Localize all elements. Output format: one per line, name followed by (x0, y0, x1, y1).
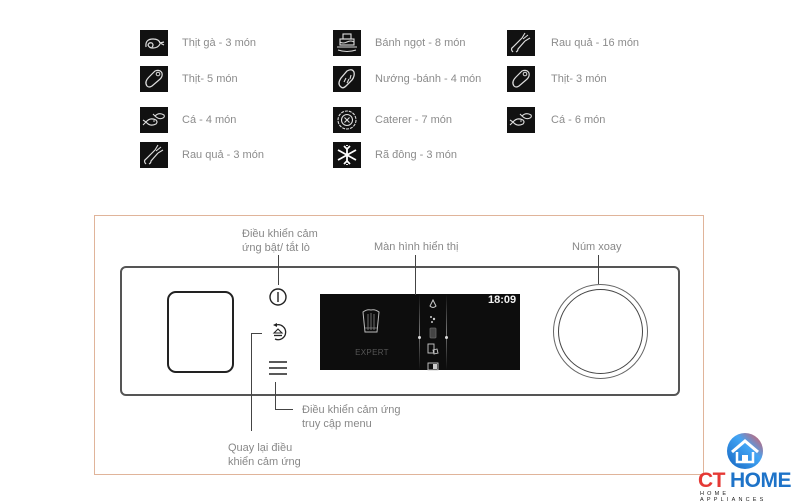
menu-marker-left (418, 336, 421, 339)
display-annotation: Màn hình hiển thị (374, 241, 459, 253)
power-annotation: Điều khiển cảm ứng bật/ tắt lò (242, 227, 318, 255)
meat-icon (507, 66, 535, 92)
sparkle-icon[interactable] (428, 311, 438, 323)
recipe-icon[interactable] (427, 342, 439, 355)
program-label: Bánh ngọt - 8 món (375, 37, 466, 49)
oven-icon[interactable] (428, 326, 438, 339)
knob-annotation: Núm xoay (572, 241, 622, 253)
knob-leader-line (598, 255, 599, 284)
program-label: Caterer - 7 món (375, 114, 453, 126)
program-label: Rau quả - 16 món (551, 37, 640, 49)
caterer-icon (333, 107, 361, 133)
program-label: Cá - 4 món (182, 114, 237, 126)
back-leader-line (251, 333, 252, 431)
clock-time: 18:09 (488, 294, 517, 306)
annotation-line: Quay lại điều (228, 442, 293, 454)
program-label: Rã đông - 3 món (375, 149, 457, 161)
logo-text-ct: CT (698, 469, 726, 492)
menu-rail-left (419, 294, 420, 370)
rotary-knob-inner (558, 289, 643, 374)
display-leader-line (415, 255, 416, 295)
annotation-line: truy cập menu (302, 418, 372, 430)
annotation-line: khiển cảm ứng (228, 456, 301, 468)
power-leader-line (278, 255, 279, 285)
program-label: Cá - 6 món (551, 114, 606, 126)
program-label: Thịt- 3 món (551, 73, 607, 85)
book-icon[interactable] (427, 358, 439, 371)
menu-leader-line (275, 382, 276, 410)
panel-window (167, 291, 234, 373)
fish-icon (507, 107, 535, 133)
program-label: Thịt gà - 3 món (182, 37, 256, 49)
bread-icon (333, 66, 361, 92)
annotation-line: Điều khiển cảm (242, 228, 318, 240)
program-label: Thịt- 5 món (182, 73, 238, 85)
vegetable-icon (140, 142, 168, 168)
chicken-icon (140, 30, 168, 56)
power-icon[interactable] (268, 287, 288, 307)
annotation-line: ứng bật/ tắt lò (242, 242, 310, 254)
chef-hat-icon (360, 308, 382, 336)
menu-annotation: Điều khiển cảm ứng truy cập menu (302, 403, 400, 431)
back-icon[interactable] (268, 322, 288, 342)
logo-text-home: HOME (730, 469, 792, 492)
rotary-knob[interactable] (553, 284, 648, 379)
cthome-logo-icon (726, 432, 764, 470)
menu-leader-line (275, 409, 293, 410)
drop-icon[interactable] (428, 296, 438, 308)
fish-icon (140, 107, 168, 133)
snowflake-icon (333, 142, 361, 168)
display-screen: EXPERT 18:09 (320, 294, 520, 371)
vegetable-icon (507, 30, 535, 56)
back-annotation: Quay lại điều khiển cảm ứng (228, 441, 301, 469)
menu-icon[interactable] (268, 360, 288, 376)
logo-subtitle: HOME APPLIANCES (700, 491, 767, 503)
diagram-frame (94, 215, 704, 475)
cake-icon (333, 30, 361, 56)
program-label: Nướng -bánh - 4 món (375, 73, 482, 85)
annotation-line: Điều khiển cảm ứng (302, 404, 401, 416)
back-leader-line (251, 333, 262, 334)
menu-rail-right (446, 294, 447, 370)
menu-marker-right (445, 336, 448, 339)
mode-label: EXPERT (355, 348, 389, 357)
meat-icon (140, 66, 168, 92)
program-label: Rau quả - 3 món (182, 149, 264, 161)
